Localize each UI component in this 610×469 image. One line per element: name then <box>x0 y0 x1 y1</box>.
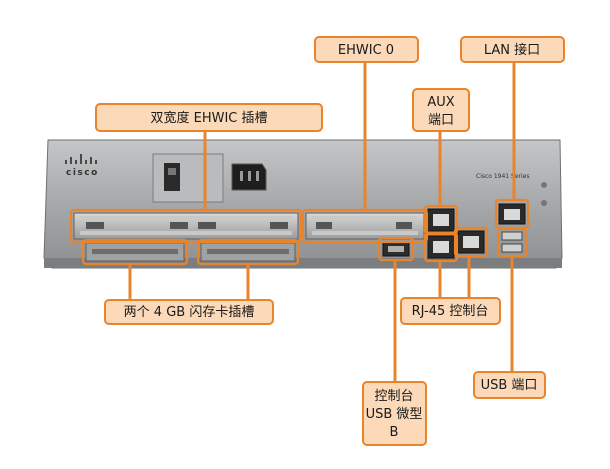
screw <box>541 200 547 206</box>
callout-cf-slots: 两个 4 GB 闪存卡插槽 <box>105 300 273 324</box>
callout-usb-console-text-3: B <box>390 425 399 440</box>
cf-slot-0 <box>86 243 184 261</box>
cf-slot-1 <box>201 243 295 261</box>
callout-dual-ehwic: 双宽度 EHWIC 插槽 <box>96 104 322 131</box>
usb-port-0 <box>502 232 522 240</box>
callout-aux-text-1: AUX <box>427 95 454 110</box>
callout-rj45-text: RJ-45 控制台 <box>412 304 489 319</box>
dual-ehwic-slot <box>74 213 298 239</box>
model-label: Cisco 1941 Series <box>476 173 530 180</box>
callout-usb-console-text-2: USB 微型 <box>366 407 423 422</box>
power-switch <box>164 163 180 191</box>
lan-port-0 <box>499 204 525 224</box>
callout-rj45-console: RJ-45 控制台 <box>401 298 500 324</box>
callout-ehwic0: EHWIC 0 <box>315 37 418 62</box>
callout-cf-text: 两个 4 GB 闪存卡插槽 <box>124 305 255 320</box>
callout-ehwic0-text: EHWIC 0 <box>338 43 394 58</box>
console-port <box>428 236 454 258</box>
callout-usb-text: USB 端口 <box>481 378 538 393</box>
callout-aux-text-2: 端口 <box>428 113 454 128</box>
callout-aux: AUX 端口 <box>413 89 469 131</box>
callout-usb-console-text-1: 控制台 <box>374 389 413 404</box>
callout-lan-ports: LAN 接口 <box>461 37 564 62</box>
callout-usb-console: 控制台 USB 微型 B <box>363 382 426 445</box>
aux-port <box>428 209 454 231</box>
rj45-console-port <box>458 231 484 253</box>
callout-dual-ehwic-text: 双宽度 EHWIC 插槽 <box>150 110 267 126</box>
callout-lan-text: LAN 接口 <box>484 42 540 58</box>
usb-port-1 <box>502 244 522 252</box>
brand-wordmark: cisco <box>66 168 99 178</box>
callout-usb-ports: USB 端口 <box>474 372 545 398</box>
ehwic0-slot <box>306 213 424 239</box>
screw <box>541 182 547 188</box>
usb-mini-b-port <box>383 242 409 256</box>
